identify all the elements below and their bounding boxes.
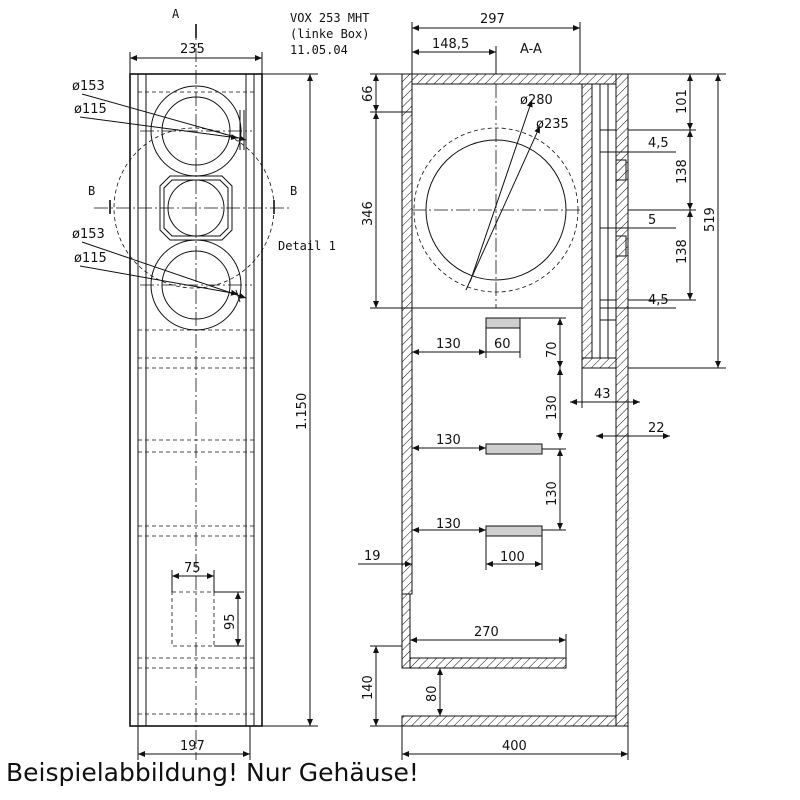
dim-brace1-width: 60 — [494, 337, 511, 352]
dim-brace3-offset: 130 — [436, 517, 461, 532]
dim-depth-total: 297 — [480, 12, 505, 27]
dim-base-400: 400 — [502, 739, 527, 754]
brace-2 — [485, 443, 543, 455]
dim-depth-half: 148,5 — [432, 37, 469, 52]
brace-3 — [485, 525, 543, 537]
brace-1 — [485, 317, 521, 329]
mt-chamber-wall — [581, 83, 593, 369]
dim-brace2-offset: 130 — [436, 433, 461, 448]
dim-gap-4-5a: 4,5 — [648, 136, 669, 151]
dim-width-top: 235 — [180, 42, 205, 57]
dim-lower-inner-dia: ø115 — [74, 251, 107, 266]
dim-baffle-height: 346 — [361, 201, 376, 226]
dim-bottom-80: 80 — [425, 685, 440, 702]
dim-port-width: 75 — [184, 561, 201, 576]
bottom-wall — [401, 715, 617, 727]
dim-upper-outer-dia: ø153 — [72, 79, 105, 94]
dim-inner-dia: ø235 — [536, 117, 569, 132]
bass-port — [171, 591, 215, 647]
dim-gap-5: 5 — [648, 213, 656, 228]
top-wall — [401, 73, 629, 85]
section-mark-a: A — [172, 7, 180, 21]
section-mark-b-left: B — [88, 184, 95, 198]
dim-brace1-offset: 130 — [436, 337, 461, 352]
front-baffle-lower — [401, 593, 411, 669]
dim-brace3-width: 100 — [500, 550, 525, 565]
dim-wall-19: 19 — [364, 549, 381, 564]
dim-gap-4-5b: 4,5 — [648, 293, 669, 308]
dim-port-height: 95 — [223, 613, 238, 630]
dim-vert-130b: 130 — [545, 481, 560, 506]
model-title: VOX 253 MHT — [290, 11, 369, 25]
dim-width-bottom: 197 — [180, 739, 205, 754]
section-view: A-A 297 148,5 ø280 — [358, 12, 726, 760]
dim-upper-inner-dia: ø115 — [74, 102, 107, 117]
front-view: A B B ø153 ø115 ø153 ø115 De — [72, 7, 336, 760]
detail-label: Detail 1 — [278, 239, 336, 253]
section-mark-b-right: B — [290, 184, 297, 198]
inner-shelf — [409, 657, 567, 669]
dim-height: 1.150 — [295, 393, 310, 430]
drawing-date: 11.05.04 — [290, 43, 348, 57]
mid-driver-frame — [159, 175, 233, 241]
caption: Beispielabbildung! Nur Gehäuse! — [6, 758, 419, 787]
dim-outer-dia: ø280 — [520, 93, 553, 108]
mt-chamber-floor — [581, 357, 617, 369]
variant-label: (linke Box) — [290, 27, 369, 41]
dim-70: 70 — [545, 341, 560, 358]
dim-total-519: 519 — [703, 207, 718, 232]
dim-right-138b: 138 — [675, 239, 690, 264]
dim-bottom-140: 140 — [361, 675, 376, 700]
dim-top-offset: 66 — [361, 85, 376, 102]
dim-lower-outer-dia: ø153 — [72, 227, 105, 242]
dim-shelf-270: 270 — [474, 625, 499, 640]
section-title: A-A — [520, 42, 542, 57]
dim-right-101: 101 — [675, 89, 690, 114]
front-baffle-upper — [401, 73, 413, 595]
dim-22: 22 — [648, 421, 665, 436]
dim-right-138a: 138 — [675, 159, 690, 184]
dim-vert-130a: 130 — [545, 395, 560, 420]
dim-43: 43 — [594, 387, 611, 402]
